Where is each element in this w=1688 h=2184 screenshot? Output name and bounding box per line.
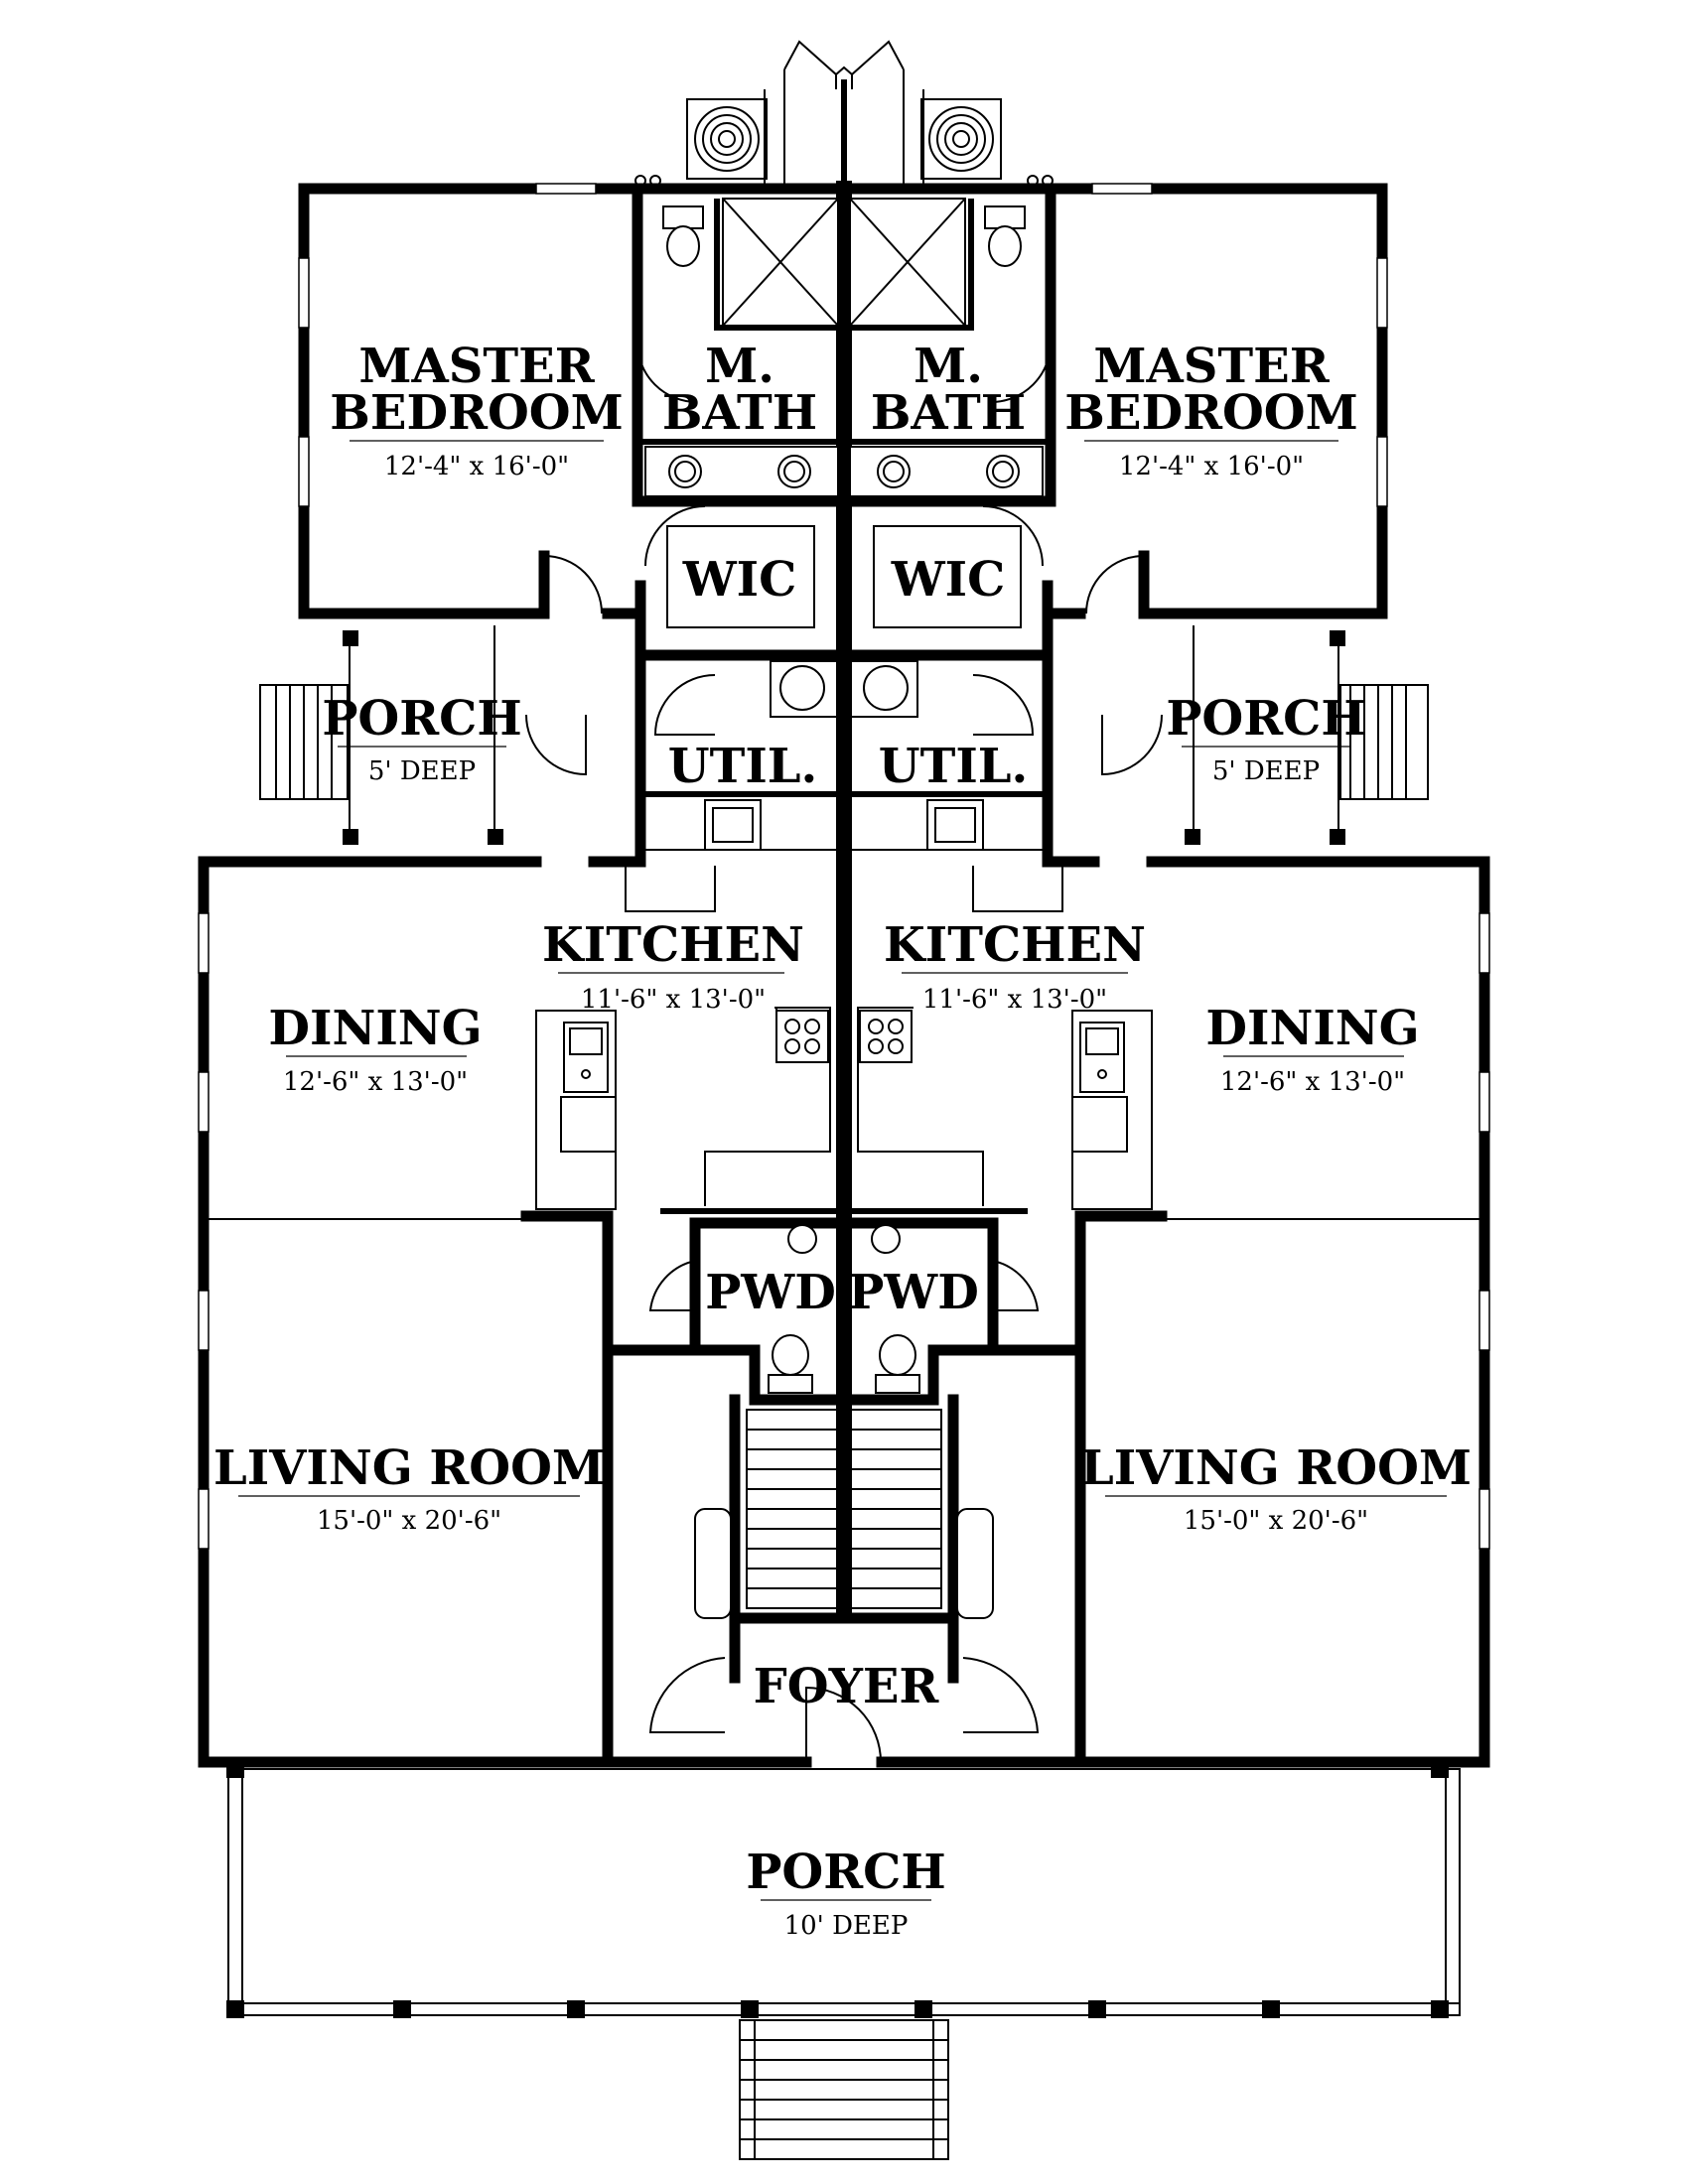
room-label-living-left: LIVING ROOM 15'-0" x 20'-6" [213, 1440, 605, 1536]
room-name: MASTER [358, 339, 595, 394]
room-name: MASTER [1093, 339, 1330, 394]
room-name: PORCH [746, 1844, 945, 1900]
porch-post [226, 1760, 244, 1778]
room-label-pwd-left: PWD [705, 1265, 836, 1320]
room-name: DINING [1205, 1001, 1419, 1056]
room-label-dining-left: DINING 12'-6" x 13'-0" [268, 1001, 482, 1097]
room-name: M. [705, 339, 774, 394]
room-label-wic-right: WIC [891, 552, 1006, 608]
stairs [694, 1409, 994, 1619]
room-label-util-left: UTIL. [668, 739, 818, 794]
room-name: BATH [871, 385, 1026, 441]
room-label-kitchen-right: KITCHEN 11'-6" x 13'-0" [884, 917, 1146, 1015]
room-dims: 5' DEEP [1212, 756, 1320, 786]
front-porch [226, 1760, 1461, 2160]
room-name: BATH [662, 385, 817, 441]
room-dims: 11'-6" x 13'-0" [922, 985, 1107, 1015]
room-label-pwd-right: PWD [848, 1265, 979, 1320]
powder-rooms [768, 1224, 920, 1394]
room-label-dining-right: DINING 12'-6" x 13'-0" [1205, 1001, 1419, 1097]
room-dims: 12'-4" x 16'-0" [384, 452, 569, 481]
room-label-porch-left: PORCH 5' DEEP [322, 691, 521, 786]
room-name: LIVING ROOM [213, 1440, 605, 1496]
room-dims: 10' DEEP [784, 1911, 909, 1941]
room-label-living-right: LIVING ROOM 15'-0" x 20'-6" [1080, 1440, 1472, 1536]
porch-post [1431, 1760, 1449, 1778]
room-name: M. [914, 339, 983, 394]
room-label-front-porch: PORCH 10' DEEP [746, 1844, 945, 1941]
windows [198, 183, 1490, 1747]
room-name: DINING [268, 1001, 482, 1056]
room-dims: 15'-0" x 20'-6" [317, 1506, 501, 1536]
room-dims: 15'-0" x 20'-6" [1184, 1506, 1368, 1536]
room-label-bath-right: M. BATH [871, 339, 1026, 442]
porch-post [1431, 2000, 1449, 2018]
room-name: KITCHEN [884, 917, 1146, 973]
room-label-master-right: MASTER BEDROOM 12'-4" x 16'-0" [1064, 339, 1357, 481]
room-label-foyer: FOYER [754, 1659, 940, 1714]
porch-post [393, 2000, 411, 2018]
room-label-wic-left: WIC [682, 552, 797, 608]
exterior-equipment [634, 40, 1054, 189]
room-name: PORCH [1166, 691, 1365, 747]
room-label-bath-left: M. BATH [662, 339, 817, 442]
room-label-porch-right: PORCH 5' DEEP [1166, 691, 1365, 786]
room-name: KITCHEN [542, 917, 804, 973]
room-name: PORCH [322, 691, 521, 747]
room-name: LIVING ROOM [1080, 1440, 1472, 1496]
room-label-master-left: MASTER BEDROOM 12'-4" x 16'-0" [330, 339, 623, 481]
porch-post [1088, 2000, 1106, 2018]
room-name: BEDROOM [1064, 385, 1357, 441]
room-dims: 12'-6" x 13'-0" [1220, 1067, 1405, 1097]
room-dims: 5' DEEP [368, 756, 476, 786]
room-label-util-right: UTIL. [879, 739, 1029, 794]
kitchens [535, 866, 1153, 1214]
room-name: BEDROOM [330, 385, 623, 441]
room-dims: 12'-4" x 16'-0" [1119, 452, 1304, 481]
porch-post [1262, 2000, 1280, 2018]
porch-post [914, 2000, 932, 2018]
porch-post [567, 2000, 585, 2018]
porch-post [226, 2000, 244, 2018]
doors [525, 341, 1163, 1763]
room-dims: 12'-6" x 13'-0" [283, 1067, 468, 1097]
porch-post [741, 2000, 759, 2018]
side-porches [259, 625, 1429, 845]
room-label-kitchen-left: KITCHEN 11'-6" x 13'-0" [542, 917, 804, 1015]
room-dims: 11'-6" x 13'-0" [581, 985, 766, 1015]
